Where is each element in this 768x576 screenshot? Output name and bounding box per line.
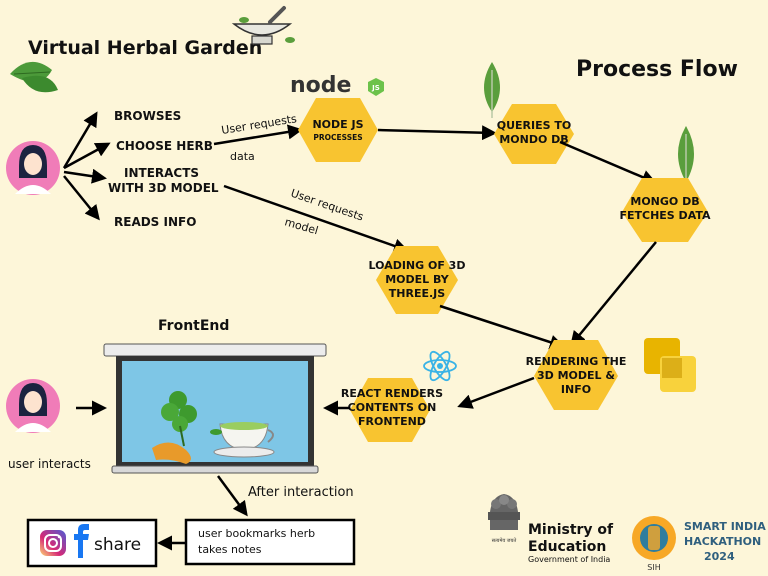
ministry-line1: Ministry of [528, 522, 614, 538]
nodejs-logo-text: node [290, 73, 351, 98]
bookmark-box [184, 518, 356, 566]
herb-plant-icon [161, 391, 197, 447]
nodejs-sub: PROCESSES [313, 133, 362, 142]
queries-line1: QUERIES TO [497, 119, 571, 132]
arrow-to-rendering [570, 241, 657, 347]
react-line2: CONTENTS ON [348, 401, 437, 414]
threejs-cube-icon [644, 338, 696, 392]
arrow-to-queries [377, 125, 497, 141]
process-flow-heading: Process Flow [576, 57, 738, 82]
herbal-tea-icon [210, 422, 275, 458]
edge-label-user-requests-2: User requests [289, 187, 365, 224]
loading-line2: MODEL BY [385, 273, 450, 286]
node-rendering-3d-model: RENDERING THE 3D MODEL & INFO [526, 340, 627, 410]
arrow-after-interaction [216, 475, 248, 517]
sih-logo: SIH [632, 516, 676, 572]
page-title: Virtual Herbal Garden [28, 37, 262, 59]
arrow-to-nodejs [213, 124, 303, 146]
react-icon [423, 350, 457, 382]
action-reads-info: READS INFO [114, 215, 196, 229]
bookmark-line1: user bookmarks herb [198, 527, 315, 540]
after-interaction-label: After interaction [248, 485, 354, 500]
ministry-sub: Government of India [528, 555, 610, 564]
national-emblem-icon: सत्यमेव जयते [488, 494, 520, 544]
loading-line1: LOADING OF 3D [369, 259, 466, 272]
nodejs-logo: node JS [290, 73, 384, 98]
arrow-to-react [457, 376, 535, 409]
sih-badge: SIH [647, 563, 660, 572]
mortar-pestle-icon [231, 6, 295, 45]
user-interacts-label: user interacts [8, 457, 91, 471]
facebook-icon[interactable] [74, 524, 89, 558]
action-choose-herb: CHOOSE HERB [116, 139, 213, 153]
instagram-icon[interactable] [40, 530, 66, 556]
node-queries-mongodb: QUERIES TO MONDO DB [494, 104, 574, 164]
nodejs-logo-js: JS [371, 84, 380, 92]
edge-label-data: data [230, 150, 255, 163]
frontend-screen [103, 343, 327, 474]
action-interacts: INTERACTS [124, 166, 199, 180]
share-label[interactable]: share [94, 535, 141, 555]
node-nodejs: NODE JS PROCESSES [298, 98, 378, 162]
react-line3: FRONTEND [358, 415, 426, 428]
frontend-title: FrontEnd [158, 318, 229, 334]
queries-line2: MONDO DB [499, 133, 568, 146]
sih-line3: 2024 [704, 550, 735, 563]
bookmark-line2: takes notes [198, 543, 262, 556]
user-avatar [6, 141, 60, 195]
rendering-line2: 3D MODEL & [537, 369, 615, 382]
arrow-to-loading [223, 184, 409, 254]
arrow-loading-to-rendering [439, 304, 565, 350]
rendering-line3: INFO [561, 383, 591, 396]
action-browses: BROWSES [114, 109, 181, 123]
sih-line1: SMART INDIA [684, 520, 766, 533]
mongo-fetch-line1: MONGO DB [630, 195, 699, 208]
action-with-3d-model: WITH 3D MODEL [108, 181, 219, 195]
nodejs-title: NODE JS [312, 118, 363, 131]
loading-line3: THREE.JS [389, 287, 445, 300]
react-line1: REACT RENDERS [341, 387, 443, 400]
mongodb-leaf-icon [484, 62, 500, 118]
user-avatar-2 [6, 379, 60, 433]
mint-leaf-icon [10, 61, 58, 93]
node-loading-3d-model: LOADING OF 3D MODEL BY THREE.JS [369, 246, 466, 314]
sih-line2: HACKATHON [684, 535, 761, 548]
node-mongodb-fetches: MONGO DB FETCHES DATA [619, 178, 711, 242]
user-action-arrows [62, 111, 111, 221]
emblem-caption: सत्यमेव जयते [492, 537, 517, 544]
turmeric-icon [152, 442, 191, 464]
node-react-renders: REACT RENDERS CONTENTS ON FRONTEND [341, 378, 443, 442]
ministry-line2: Education [528, 539, 606, 555]
mongo-fetch-line2: FETCHES DATA [619, 209, 711, 222]
arrow-to-mongo-fetch [559, 140, 657, 185]
rendering-line1: RENDERING THE [526, 355, 627, 368]
